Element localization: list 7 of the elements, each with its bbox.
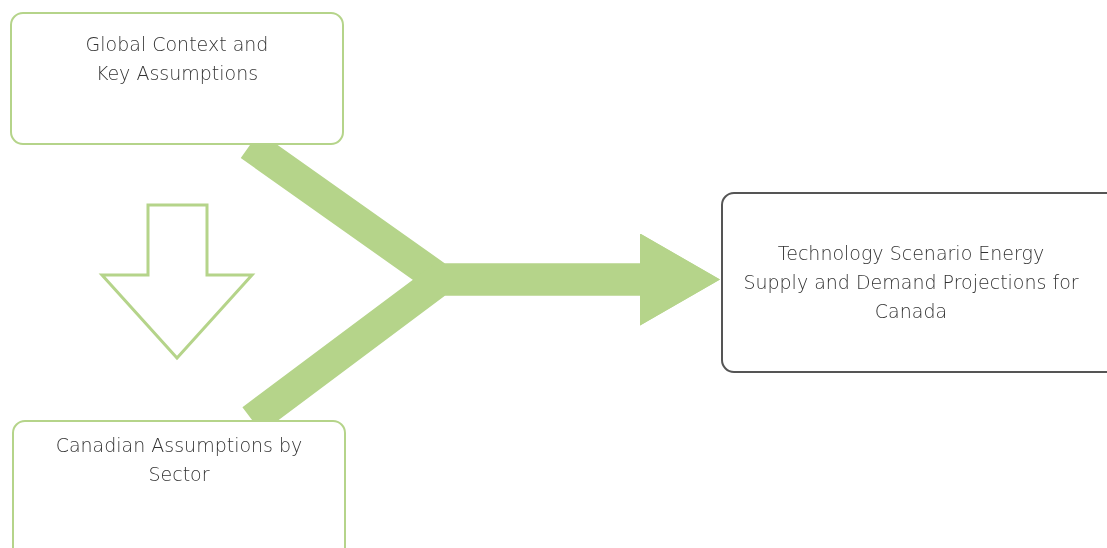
text-box	[721, 192, 1107, 373]
box-label: Canadian Assumptions by Sector	[54, 433, 304, 487]
text-box	[10, 12, 344, 145]
text-box	[12, 420, 346, 548]
hollow-down-arrow	[98, 203, 256, 361]
box-label: Global Context and Key Assumptions	[84, 31, 270, 86]
box-label: Technology Scenario Energy Supply and Demand Projections for Canada	[743, 241, 1079, 324]
